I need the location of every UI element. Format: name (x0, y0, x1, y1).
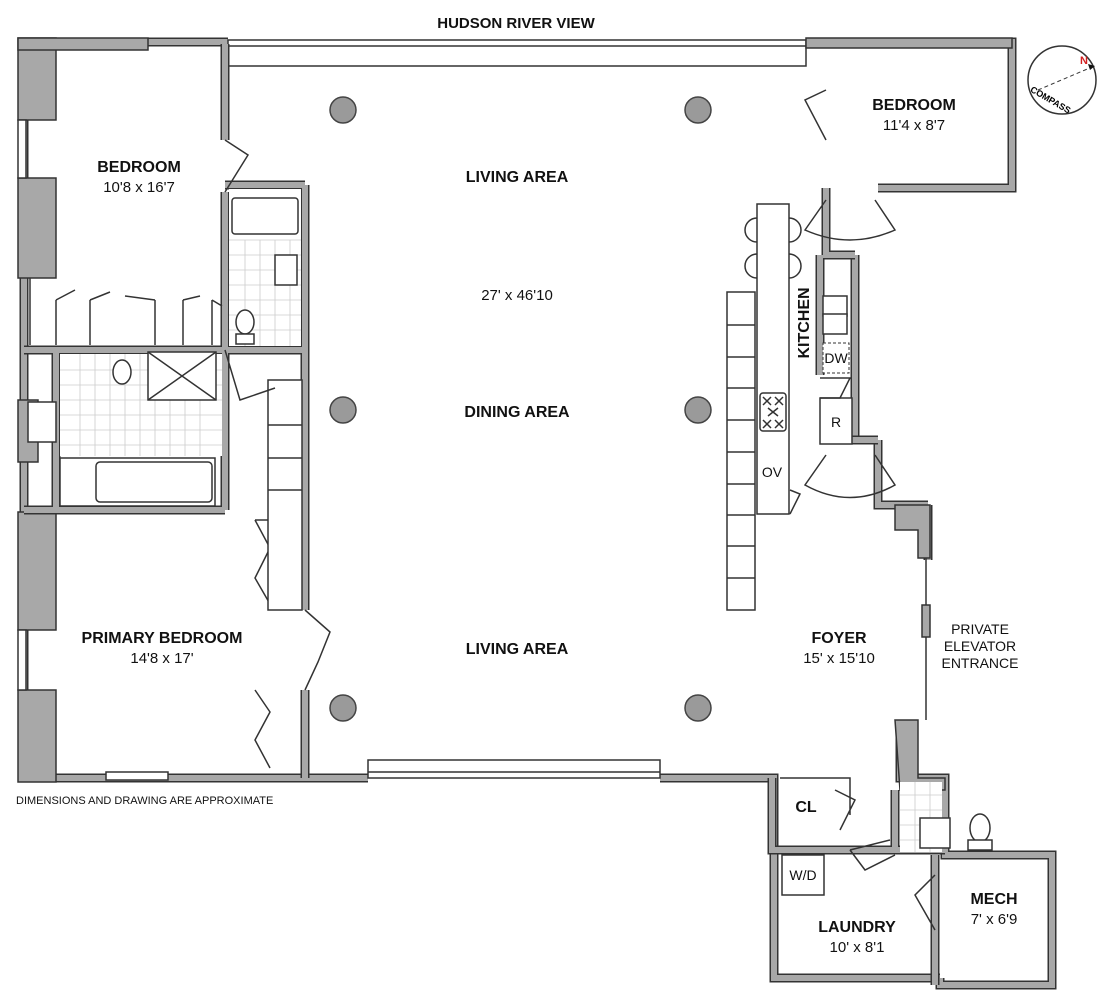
mech-dims: 7' x 6'9 (971, 911, 1018, 928)
foyer-name: FOYER (811, 630, 867, 647)
interior-walls (24, 44, 945, 985)
primary-bedroom-dims: 14'8 x 17' (130, 650, 193, 667)
elevator-label-1: PRIVATE (951, 621, 1009, 637)
island (756, 203, 790, 515)
refrigerator-label: R (831, 414, 841, 430)
dining-area: DINING AREA (464, 404, 570, 421)
foyer-dims: 15' x 15'10 (803, 650, 875, 667)
compass-north: N (1080, 55, 1088, 67)
kitchen-label: KITCHEN (796, 287, 813, 358)
powder-room (900, 782, 993, 852)
compass-icon: N COMPASS (1027, 45, 1097, 115)
laundry-name: LAUNDRY (818, 919, 896, 936)
bedroom-right-name: BEDROOM (872, 97, 956, 114)
closet-label: CL (795, 799, 817, 816)
mech-name: MECH (970, 891, 1017, 908)
great-room-dims: 27' x 46'10 (481, 287, 553, 304)
bedroom-right-dims: 11'4 x 8'7 (883, 117, 945, 134)
disclaimer-note: DIMENSIONS AND DRAWING ARE APPROXIMATE (16, 795, 273, 807)
bedroom-left-name: BEDROOM (97, 159, 181, 176)
bedroom-left-dims: 10'8 x 16'7 (103, 179, 175, 196)
outer-walls (17, 37, 1057, 990)
counter (726, 291, 756, 611)
dishwasher-label: DW (824, 350, 848, 366)
bathroom-top (229, 189, 301, 346)
columns (329, 96, 712, 722)
utility-area (780, 777, 936, 931)
washer-dryer-label: W/D (789, 867, 816, 883)
oven-label: OV (762, 464, 783, 480)
elevator-label-3: ENTRANCE (941, 655, 1018, 671)
washer-dryer (781, 854, 825, 896)
primary-bedroom-name: PRIMARY BEDROOM (82, 630, 243, 647)
living-area-top: LIVING AREA (466, 169, 569, 186)
kitchen (726, 199, 897, 611)
laundry-dims: 10' x 8'1 (830, 939, 885, 956)
view-label: HUDSON RIVER VIEW (437, 15, 595, 32)
elevator-label-2: ELEVATOR (944, 638, 1016, 654)
primary-bathroom (27, 351, 222, 507)
living-area-bottom: LIVING AREA (466, 641, 569, 658)
